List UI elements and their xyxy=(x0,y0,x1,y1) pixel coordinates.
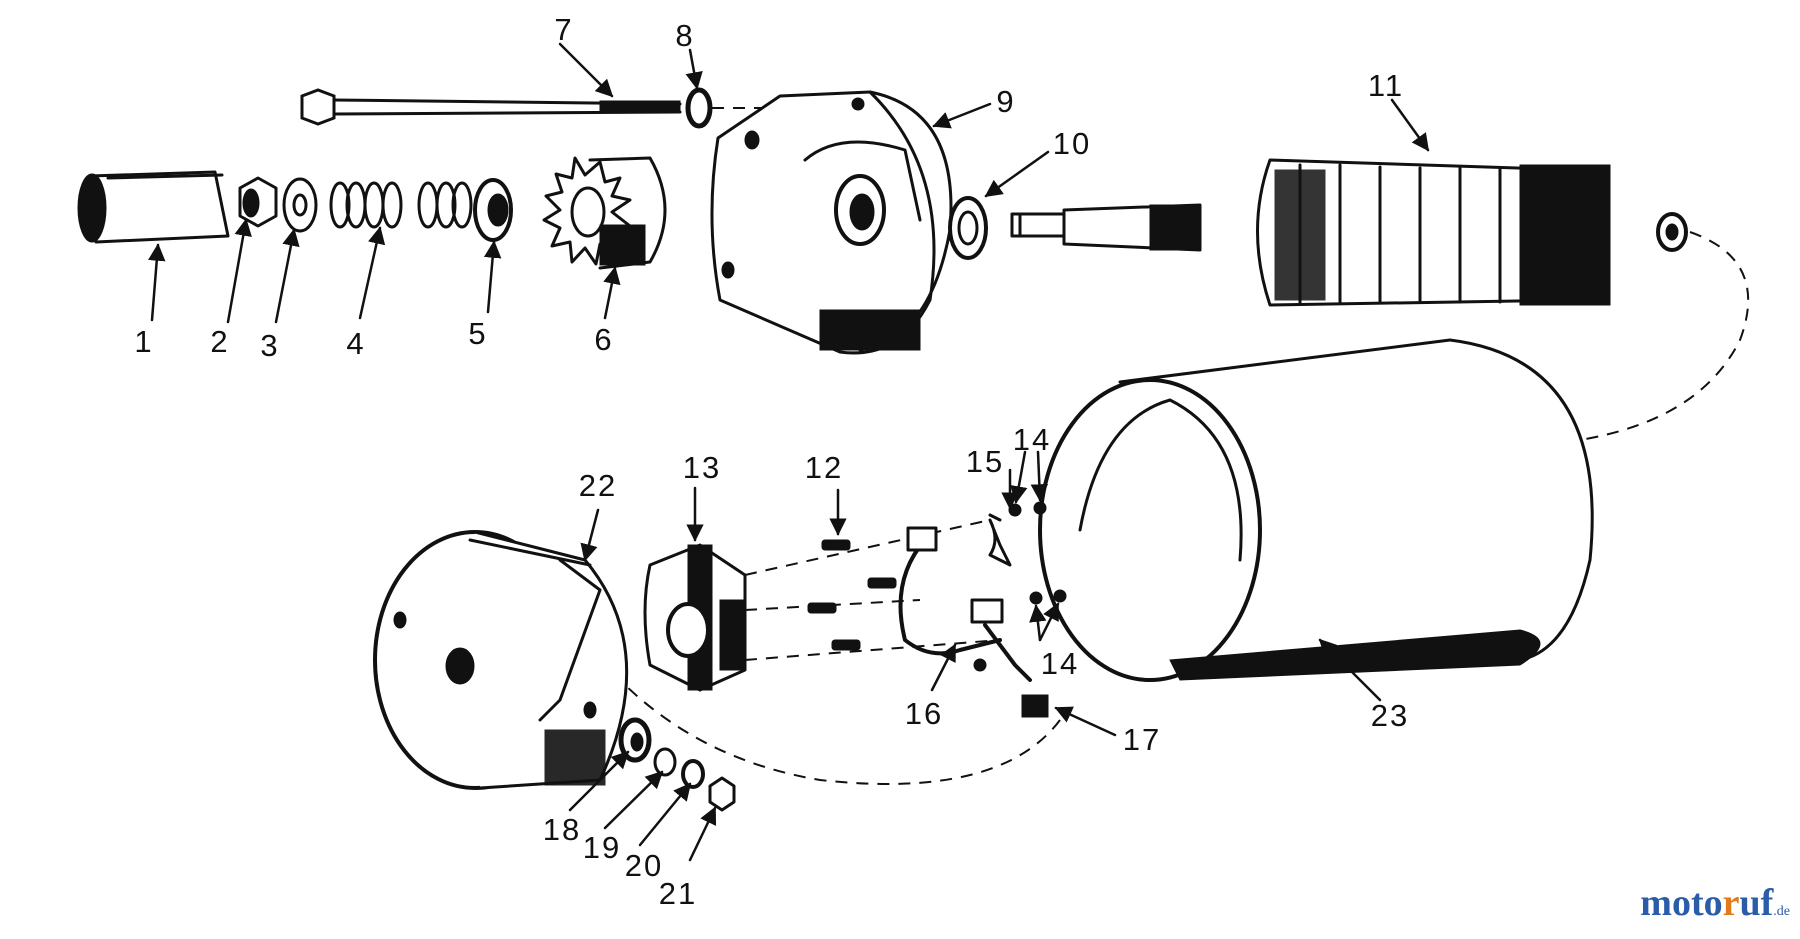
part-21-nut xyxy=(708,776,736,812)
part-22-end-head xyxy=(373,530,629,790)
part-5-collar xyxy=(473,178,513,242)
label-part-1: 1 xyxy=(134,324,153,359)
part-labels: 1 2 3 4 5 6 7 8 9 10 11 12 13 14 14 15 1… xyxy=(134,12,1409,911)
watermark-logo: motoruf.de xyxy=(1640,881,1790,925)
part-9-drive-housing xyxy=(710,90,953,355)
label-part-17: 17 xyxy=(1123,722,1161,757)
label-part-3: 3 xyxy=(260,328,279,363)
part-3-washer xyxy=(282,177,318,233)
part-19-washer xyxy=(653,747,677,777)
part-11-armature xyxy=(1010,158,1688,307)
part-20-lock-washer xyxy=(681,759,705,789)
label-part-20: 20 xyxy=(625,848,663,883)
label-part-6: 6 xyxy=(594,322,613,357)
part-6-pinion xyxy=(542,156,667,270)
part-23-frame xyxy=(1038,338,1594,682)
part-7-through-bolt xyxy=(300,88,682,126)
part-4-spring xyxy=(329,181,473,229)
part-18-bearing xyxy=(618,717,652,763)
label-part-12: 12 xyxy=(805,450,843,485)
label-part-19: 19 xyxy=(583,830,621,865)
watermark-text-a: moto xyxy=(1640,882,1723,924)
part-1-sleeve xyxy=(77,170,230,244)
leader-lines xyxy=(148,42,1430,862)
label-part-23: 23 xyxy=(1371,698,1409,733)
part-17-brush xyxy=(1021,694,1049,718)
label-part-10: 10 xyxy=(1053,126,1091,161)
label-part-15: 15 xyxy=(966,444,1004,479)
part-16-brush-plate xyxy=(898,526,1032,682)
label-part-14-top: 14 xyxy=(1013,422,1051,457)
label-part-2: 2 xyxy=(210,324,229,359)
label-part-21: 21 xyxy=(659,876,697,911)
part-15-terminal xyxy=(988,513,1012,567)
label-part-22: 22 xyxy=(579,468,617,503)
label-part-8: 8 xyxy=(675,18,694,53)
label-part-13: 13 xyxy=(683,450,721,485)
label-part-5: 5 xyxy=(468,316,487,351)
label-part-16: 16 xyxy=(905,696,943,731)
label-part-7: 7 xyxy=(554,12,573,47)
label-part-9: 9 xyxy=(996,84,1015,119)
label-part-11: 11 xyxy=(1368,68,1404,103)
watermark-text-c: uf xyxy=(1739,882,1774,924)
watermark-tld: .de xyxy=(1773,904,1790,919)
part-8-lock-washer xyxy=(685,87,713,129)
label-part-4: 4 xyxy=(346,326,365,361)
part-2-nut xyxy=(238,176,278,228)
label-part-14-bottom: 14 xyxy=(1041,646,1079,681)
part-10-thrust-washer xyxy=(948,196,988,260)
part-13-brush-holder xyxy=(643,543,747,692)
watermark-text-b: r xyxy=(1722,882,1740,924)
part-12-springs xyxy=(807,539,897,651)
label-part-18: 18 xyxy=(543,812,581,847)
